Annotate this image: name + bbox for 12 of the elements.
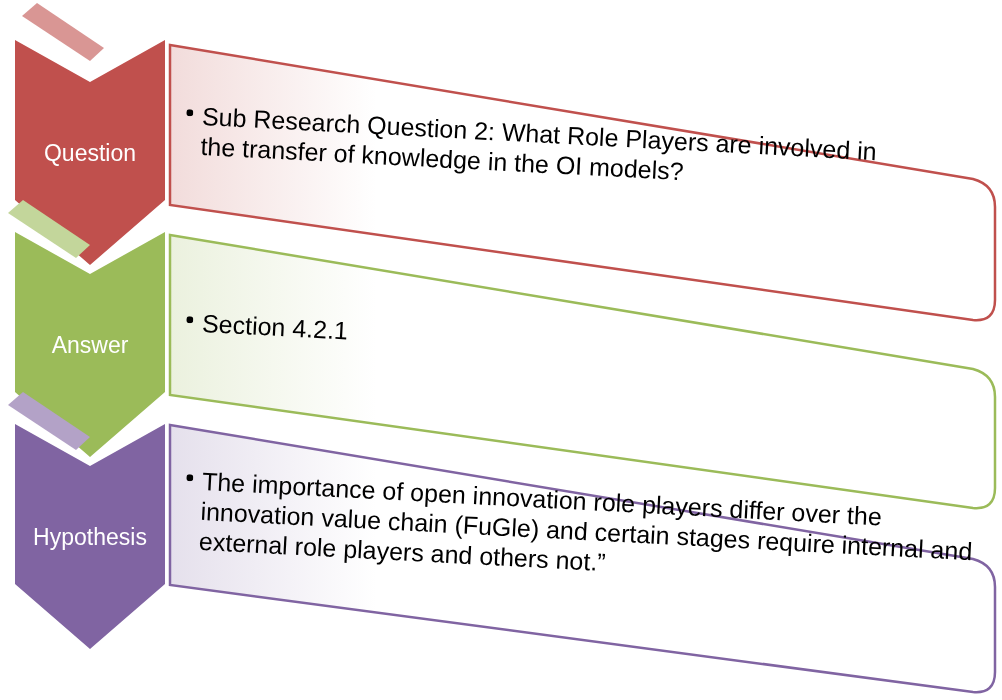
chevron-shape: [15, 40, 165, 265]
chevron-tab: [8, 200, 90, 258]
stage-label: Answer: [50, 332, 130, 359]
stage-label: Question: [42, 140, 138, 167]
panel-text: Sub Research Question 2: What Role Players are involved in the transfer of knowledge in the OI models?: [199, 101, 878, 186]
chevron-shape: [15, 232, 165, 457]
stage-label: Hypothesis: [32, 524, 148, 551]
panel-text: The importance of open innovation role players differ over the innovation value chain (FuGle) and certain stages require internal and external role players and others not.”: [198, 466, 973, 577]
panel-text: Section 4.2.1: [201, 308, 349, 345]
chevron-tab: [8, 392, 90, 450]
chevron-shape: [15, 424, 165, 649]
chevron-tab: [22, 3, 104, 61]
